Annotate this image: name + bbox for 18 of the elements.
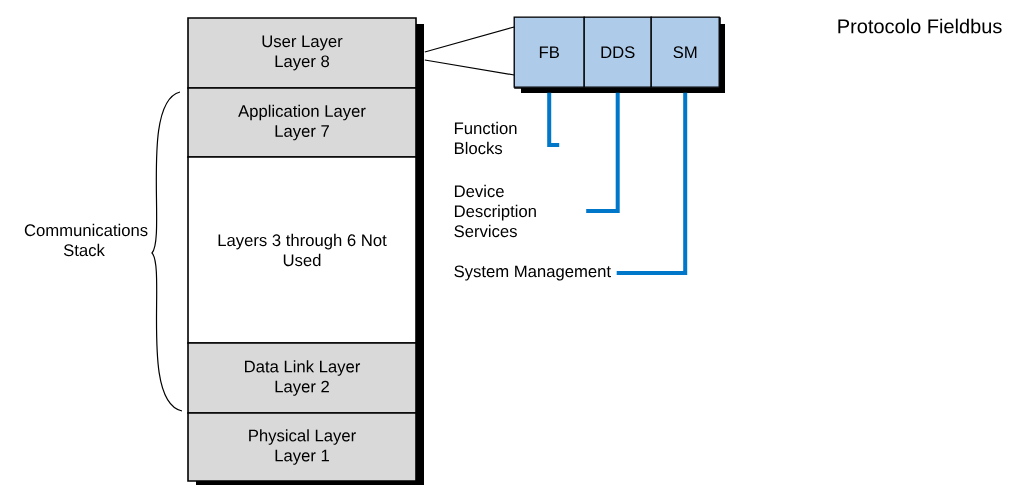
connector-line xyxy=(616,92,688,275)
component-cell: DDS xyxy=(583,16,652,88)
connector-line xyxy=(586,92,620,213)
connector-line xyxy=(424,59,515,76)
connector-line xyxy=(547,92,560,147)
layer-box: Physical Layer Layer 1 xyxy=(187,412,417,482)
callout-text: Function Blocks xyxy=(454,121,517,155)
layer-box: Application Layer Layer 7 xyxy=(187,87,417,158)
side-label: Communications Stack xyxy=(24,223,148,257)
title: Protocolo Fieldbus xyxy=(838,18,1002,34)
connector-line xyxy=(424,26,515,53)
layer-box: User Layer Layer 8 xyxy=(187,17,417,89)
component-cell: SM xyxy=(650,16,720,88)
layer-box: Layers 3 through 6 Not Used xyxy=(187,156,417,344)
layer-box: Data Link Layer Layer 2 xyxy=(187,342,417,414)
callout-text: System Management xyxy=(454,265,611,281)
callout-text: Device Description Services xyxy=(454,184,536,238)
component-cell: FB xyxy=(513,16,585,88)
